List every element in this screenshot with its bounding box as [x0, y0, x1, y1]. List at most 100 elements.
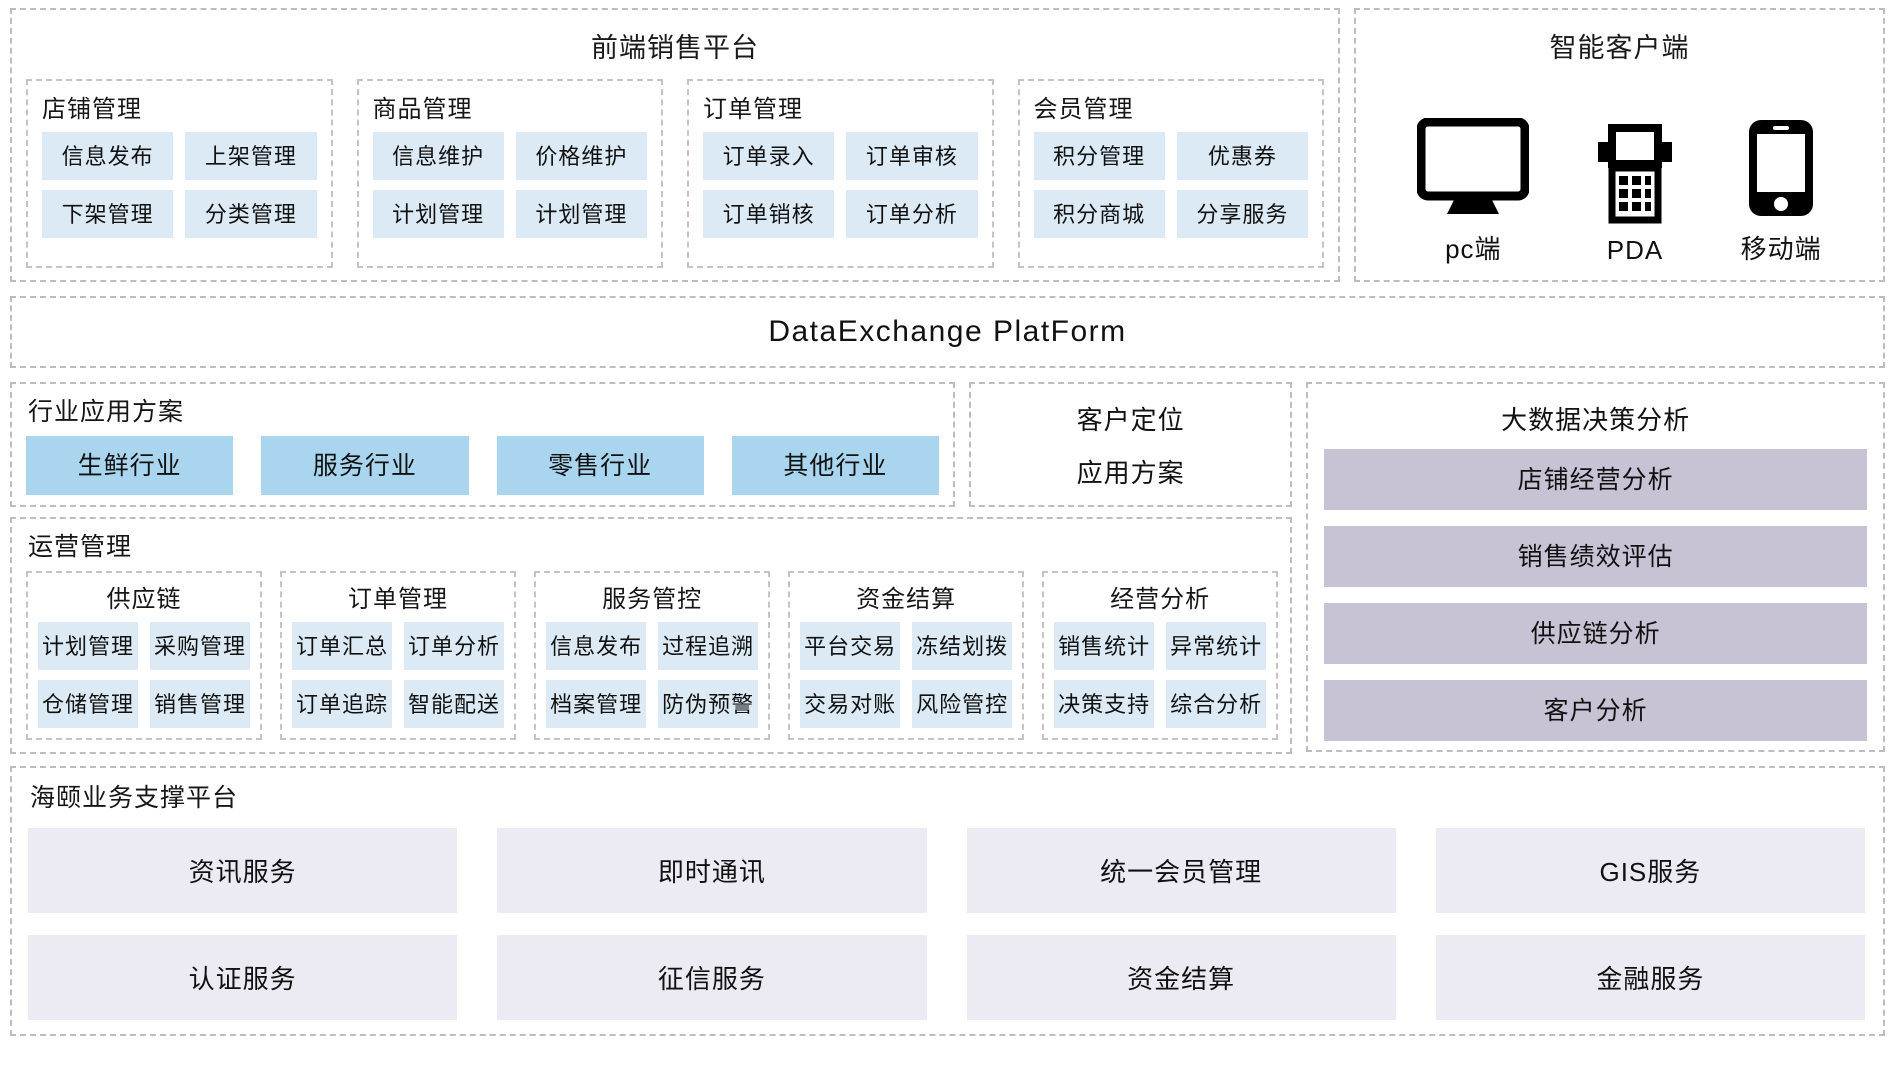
customer-positioning-line1: 客户定位: [1076, 404, 1185, 435]
tile-item[interactable]: 优惠券: [1176, 132, 1308, 180]
shop-management-tiles: 信息发布 上架管理 下架管理 分类管理: [42, 132, 317, 238]
device-pda: PDA: [1592, 124, 1678, 266]
fund-settlement-group: 资金结算 平台交易 冻结划拨 交易对账 风险管控: [788, 571, 1025, 740]
tile-item[interactable]: 积分商城: [1033, 190, 1165, 238]
industry-tile[interactable]: 生鲜行业: [26, 436, 234, 495]
order-management-tiles: 订单录入 订单审核 订单销核 订单分析: [703, 132, 978, 238]
support-tile[interactable]: 资金结算: [966, 935, 1396, 1020]
industry-tile[interactable]: 服务行业: [261, 436, 469, 495]
tile-item[interactable]: 交易对账: [800, 680, 901, 728]
supply-chain-group: 供应链 计划管理 采购管理 仓储管理 销售管理: [26, 571, 263, 740]
bigdata-tile[interactable]: 店铺经营分析: [1324, 449, 1867, 510]
front-sales-platform-panel: 前端销售平台 店铺管理 信息发布 上架管理 下架管理 分类管理 商品管理 信息维…: [10, 8, 1340, 282]
middle-row: 行业应用方案 生鲜行业 服务行业 零售行业 其他行业 客户定位 应用方案 运营管…: [10, 382, 1885, 754]
smart-client-title: 智能客户端: [1549, 33, 1690, 63]
support-tile[interactable]: GIS服务: [1435, 828, 1865, 913]
tile-item[interactable]: 综合分析: [1166, 680, 1267, 728]
support-tile[interactable]: 征信服务: [497, 935, 927, 1020]
tile-item[interactable]: 防伪预警: [658, 680, 759, 728]
device-pc: pc端: [1416, 117, 1530, 266]
tile-item[interactable]: 计划管理: [38, 622, 139, 670]
business-analysis-group: 经营分析 销售统计 异常统计 决策支持 综合分析: [1042, 571, 1279, 740]
tile-item[interactable]: 仓储管理: [38, 680, 139, 728]
bigdata-tile[interactable]: 客户分析: [1324, 680, 1867, 741]
fund-settlement-tiles: 平台交易 冻结划拨 交易对账 风险管控: [800, 622, 1013, 728]
support-platform-panel: 海颐业务支撑平台 资讯服务 即时通讯 统一会员管理 GIS服务 认证服务 征信服…: [10, 766, 1885, 1036]
device-label: 移动端: [1740, 234, 1822, 264]
smartphone-icon: [1746, 118, 1816, 223]
member-management-group: 会员管理 积分管理 优惠券 积分商城 分享服务: [1017, 79, 1324, 268]
tile-item[interactable]: 订单追踪: [292, 680, 393, 728]
fund-settlement-title: 资金结算: [856, 586, 957, 613]
tile-item[interactable]: 积分管理: [1033, 132, 1165, 180]
tile-item[interactable]: 销售管理: [150, 680, 251, 728]
tile-item[interactable]: 计划管理: [515, 190, 647, 238]
device-label: PDA: [1606, 235, 1664, 265]
support-tile[interactable]: 金融服务: [1435, 935, 1865, 1020]
tile-item[interactable]: 订单录入: [703, 132, 835, 180]
bigdata-tile[interactable]: 供应链分析: [1324, 603, 1867, 664]
industry-tile[interactable]: 零售行业: [496, 436, 704, 495]
tile-item[interactable]: 价格维护: [515, 132, 647, 180]
tile-item[interactable]: 风险管控: [912, 680, 1013, 728]
tile-item[interactable]: 异常统计: [1166, 622, 1267, 670]
tile-item[interactable]: 上架管理: [185, 132, 317, 180]
supply-chain-tiles: 计划管理 采购管理 仓储管理 销售管理: [38, 622, 251, 728]
order-management-group: 订单管理 订单录入 订单审核 订单销核 订单分析: [687, 79, 994, 268]
tile-item[interactable]: 信息维护: [372, 132, 504, 180]
tile-item[interactable]: 计划管理: [372, 190, 504, 238]
service-control-title: 服务管控: [602, 586, 703, 613]
tile-item[interactable]: 下架管理: [42, 190, 174, 238]
tile-item[interactable]: 订单审核: [846, 132, 978, 180]
bigdata-decision-analysis-title: 大数据决策分析: [1501, 405, 1691, 435]
customer-positioning-line2: 应用方案: [1076, 457, 1185, 488]
support-tile[interactable]: 统一会员管理: [966, 828, 1396, 913]
top-row: 前端销售平台 店铺管理 信息发布 上架管理 下架管理 分类管理 商品管理 信息维…: [10, 8, 1885, 282]
tile-item[interactable]: 智能配送: [404, 680, 505, 728]
front-sales-platform-columns: 店铺管理 信息发布 上架管理 下架管理 分类管理 商品管理 信息维护 价格维护 …: [26, 79, 1324, 268]
middle-left-column: 行业应用方案 生鲜行业 服务行业 零售行业 其他行业 客户定位 应用方案 运营管…: [10, 382, 1293, 754]
tile-item[interactable]: 决策支持: [1054, 680, 1155, 728]
industry-tiles: 生鲜行业 服务行业 零售行业 其他行业: [26, 436, 939, 495]
bigdata-tiles: 店铺经营分析 销售绩效评估 供应链分析 客户分析: [1324, 449, 1867, 741]
tile-item[interactable]: 分享服务: [1176, 190, 1308, 238]
product-management-tiles: 信息维护 价格维护 计划管理 计划管理: [372, 132, 647, 238]
bigdata-tile[interactable]: 销售绩效评估: [1324, 526, 1867, 587]
tile-item[interactable]: 冻结划拨: [912, 622, 1013, 670]
tile-item[interactable]: 采购管理: [150, 622, 251, 670]
service-control-group: 服务管控 信息发布 过程追溯 档案管理 防伪预警: [534, 571, 771, 740]
pda-icon: [1592, 124, 1678, 229]
industry-solution-panel: 行业应用方案 生鲜行业 服务行业 零售行业 其他行业: [10, 382, 955, 507]
support-tile[interactable]: 认证服务: [28, 935, 458, 1020]
order-management-ops-tiles: 订单汇总 订单分析 订单追踪 智能配送: [292, 622, 505, 728]
support-tile[interactable]: 即时通讯: [497, 828, 927, 913]
tile-item[interactable]: 订单分析: [404, 622, 505, 670]
service-control-tiles: 信息发布 过程追溯 档案管理 防伪预警: [546, 622, 759, 728]
support-tile[interactable]: 资讯服务: [28, 828, 458, 913]
tile-item[interactable]: 过程追溯: [658, 622, 759, 670]
tile-item[interactable]: 信息发布: [42, 132, 174, 180]
member-management-title: 会员管理: [1033, 96, 1134, 123]
product-management-title: 商品管理: [372, 96, 473, 123]
tile-item[interactable]: 订单汇总: [292, 622, 393, 670]
operations-management-title: 运营管理: [28, 533, 133, 561]
tile-item[interactable]: 平台交易: [800, 622, 901, 670]
shop-management-group: 店铺管理 信息发布 上架管理 下架管理 分类管理: [26, 79, 333, 268]
tile-item[interactable]: 订单销核: [703, 190, 835, 238]
data-exchange-platform-title: DataExchange PlatForm: [768, 315, 1127, 348]
business-analysis-title: 经营分析: [1110, 586, 1211, 613]
bigdata-decision-analysis-panel: 大数据决策分析 店铺经营分析 销售绩效评估 供应链分析 客户分析: [1306, 382, 1885, 752]
tile-item[interactable]: 分类管理: [185, 190, 317, 238]
order-management-ops-title: 订单管理: [348, 586, 449, 613]
support-platform-tiles: 资讯服务 即时通讯 统一会员管理 GIS服务 认证服务 征信服务 资金结算 金融…: [28, 828, 1865, 1020]
tile-item[interactable]: 档案管理: [546, 680, 647, 728]
data-exchange-platform-panel: DataExchange PlatForm: [10, 296, 1885, 368]
tile-item[interactable]: 信息发布: [546, 622, 647, 670]
tile-item[interactable]: 订单分析: [846, 190, 978, 238]
smart-client-panel: 智能客户端 pc端: [1354, 8, 1885, 282]
industry-tile[interactable]: 其他行业: [731, 436, 939, 495]
customer-positioning-panel: 客户定位 应用方案: [969, 382, 1293, 507]
tile-item[interactable]: 销售统计: [1054, 622, 1155, 670]
business-analysis-tiles: 销售统计 异常统计 决策支持 综合分析: [1054, 622, 1267, 728]
